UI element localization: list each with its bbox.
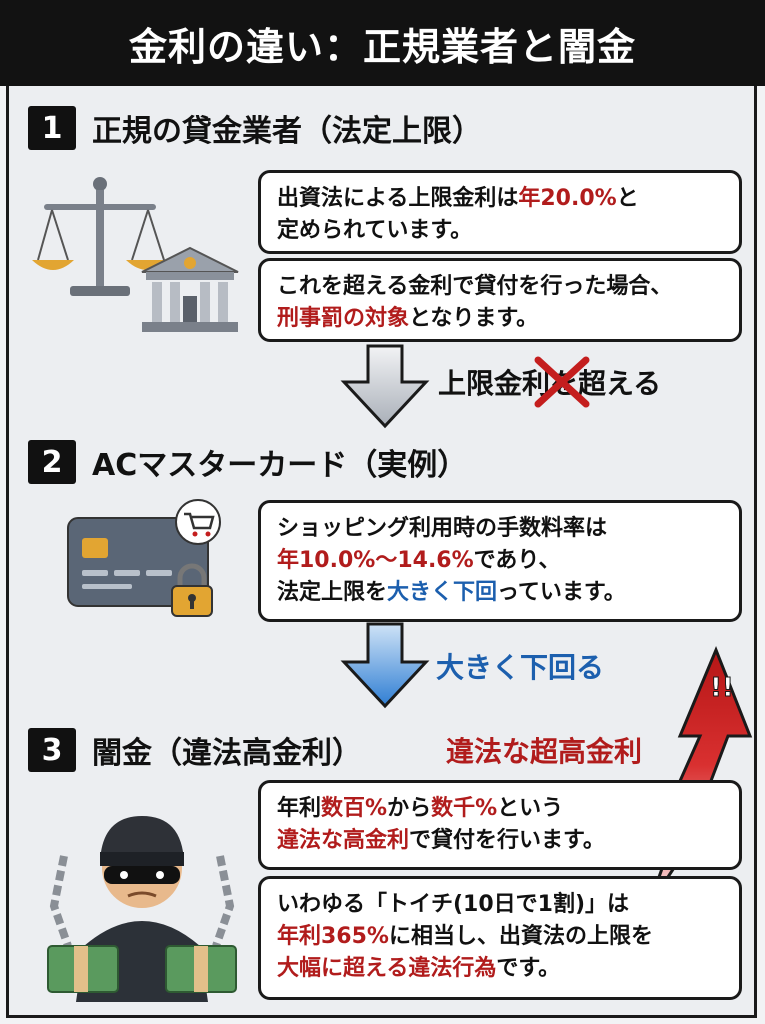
highlight-rate: 年20.0%	[518, 186, 617, 211]
thief-with-money-icon	[47, 816, 237, 1002]
text: という	[497, 796, 564, 821]
shopping-cart-icon	[175, 499, 221, 545]
down-arrow-gray-icon	[340, 344, 430, 429]
text: っています。	[497, 579, 626, 605]
padlock-icon	[171, 563, 213, 617]
illegal-rate-label: 違法な超高金利	[446, 735, 643, 768]
section-1-header: 1 正規の貸金業者（法定上限）	[28, 106, 482, 150]
highlight-penalty: 刑事罰の対象	[277, 305, 410, 331]
page-title: 金利の違い：正規業者と闇金	[0, 0, 765, 86]
down-arrow-blue-icon	[340, 622, 430, 709]
text: 定められています。	[277, 217, 473, 243]
highlight-365: 年利365%	[277, 923, 389, 949]
cross-mark-icon	[534, 356, 590, 408]
info-box-ac-mastercard: ショッピング利用時の手数料率は 年10.0%〜14.6%であり、 法定上限を大き…	[258, 500, 742, 622]
text: 法定上限を	[277, 579, 388, 605]
highlight-hundreds: 数百%	[321, 796, 388, 821]
section-3-number: 3	[28, 728, 76, 772]
highlight-rate-range: 年10.0%〜14.6%	[277, 547, 474, 573]
info-box-illegal-rate: 年利数百%から数千%という 違法な高金利で貸付を行います。	[258, 780, 742, 870]
section-2-number: 2	[28, 440, 76, 484]
arrow-2-label: 大きく下回る	[436, 651, 605, 684]
text: に相当し、出資法の上限を	[388, 923, 653, 949]
section-2-header: 2 ACマスターカード（実例）	[28, 440, 467, 484]
section-3-title: 闇金（違法高金利）	[92, 736, 362, 771]
text: であり、	[473, 547, 561, 573]
text: と	[616, 186, 639, 211]
section-1-title: 正規の貸金業者（法定上限）	[92, 114, 482, 149]
highlight-thousands: 数千%	[431, 796, 498, 821]
info-box-legal-limit: 出資法による上限金利は年20.0%と 定められています。	[258, 170, 742, 254]
svg-text:!!: !!	[710, 673, 734, 703]
text: 出資法による上限金利は	[277, 186, 519, 211]
text: です。	[496, 955, 561, 981]
info-box-toichi: いわゆる「トイチ(10日で1割)」は 年利365%に相当し、出資法の上限を 大幅…	[258, 876, 742, 1000]
section-1-number: 1	[28, 106, 76, 150]
bank-building-icon	[141, 246, 239, 332]
credit-card-icon	[67, 517, 209, 607]
scales-of-justice-icon	[32, 177, 168, 296]
section-2-title: ACマスターカード（実例）	[92, 448, 468, 483]
section-3-header: 3 闇金（違法高金利）	[28, 728, 362, 772]
highlight-illegal: 違法な高金利	[277, 827, 410, 853]
text: いわゆる「トイチ(10日で1割)」は	[277, 892, 630, 917]
text: から	[387, 796, 432, 821]
highlight-below: 大きく下回	[387, 579, 498, 605]
text: これを超える金利で貸付を行った場合、	[277, 274, 673, 299]
text: で貸付を行います。	[409, 827, 605, 853]
text: ショッピング利用時の手数料率は	[277, 516, 608, 541]
text: となります。	[409, 305, 539, 331]
highlight-violation: 大幅に超える違法行為	[277, 955, 497, 981]
info-box-criminal-penalty: これを超える金利で貸付を行った場合、 刑事罰の対象となります。	[258, 258, 742, 342]
text: 年利	[277, 796, 322, 821]
